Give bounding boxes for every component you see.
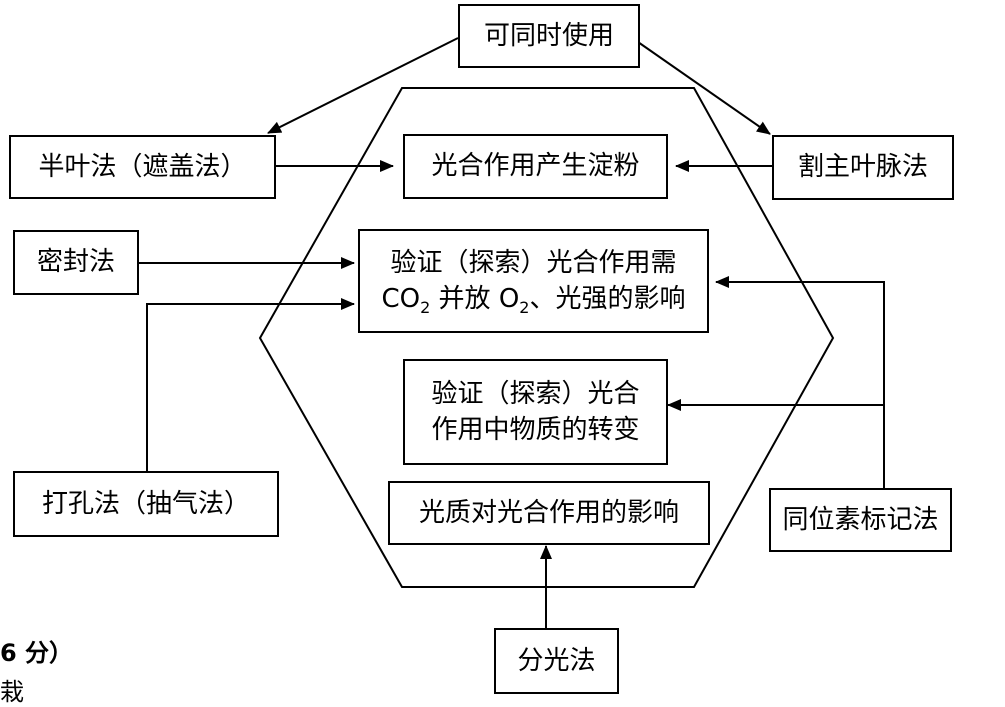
box-light-quality: 光质对光合作用的影响 [388, 481, 710, 545]
box-punching-method-label: 打孔法（抽气法） [41, 488, 250, 519]
box-main-vein-method: 割主叶脉法 [772, 135, 954, 200]
box-isotope-method-label: 同位素标记法 [782, 504, 939, 535]
box-light-split-method-label: 分光法 [517, 645, 596, 676]
box-material-transformation-line2: 作用中物质的转变 [431, 415, 640, 445]
box-punching-method: 打孔法（抽气法） [13, 471, 279, 537]
box-half-leaf-method: 半叶法（遮盖法） [9, 135, 276, 199]
score-text: 6 分） [0, 639, 74, 667]
arrow-punching-to-co2 [146, 298, 355, 471]
box-simultaneous-use: 可同时使用 [458, 4, 640, 68]
box-half-leaf-method-label: 半叶法（遮盖法） [38, 151, 247, 182]
box-sealing-method-label: 密封法 [36, 247, 115, 278]
box-starch-production-label: 光合作用产生淀粉 [431, 151, 640, 182]
box-co2-o2-light-line2: CO2 并放 O2、光强的影响 [381, 281, 685, 317]
diagram-canvas [139, 37, 885, 628]
box-starch-production: 光合作用产生淀粉 [403, 134, 668, 199]
co2-subscript: 2 [420, 298, 431, 317]
central-hexagon [258, 87, 835, 588]
box-main-vein-method-label: 割主叶脉法 [797, 152, 928, 183]
box-material-transformation-line1: 验证（探索）光合 [431, 378, 640, 409]
box-isotope-method: 同位素标记法 [769, 488, 952, 552]
box-sealing-method: 密封法 [13, 230, 139, 295]
box-co2-o2-light-line1: 验证（探索）光合作用需 [390, 247, 677, 278]
release-o2-text: 并放 O [430, 284, 520, 314]
partial-question-text: 栽 [0, 678, 24, 706]
o2-subscript: 2 [519, 298, 530, 317]
box-light-split-method: 分光法 [494, 628, 619, 694]
light-intensity-text: 、光强的影响 [529, 284, 686, 314]
arrow-isotope-to-co2 [715, 276, 885, 488]
co2-formula: CO [381, 284, 421, 314]
arrow-top-to-half-leaf [267, 37, 459, 134]
box-light-quality-label: 光质对光合作用的影响 [418, 497, 679, 528]
box-co2-o2-light: 验证（探索）光合作用需 CO2 并放 O2、光强的影响 [358, 229, 709, 333]
box-simultaneous-use-label: 可同时使用 [483, 20, 614, 51]
box-material-transformation: 验证（探索）光合 作用中物质的转变 [403, 359, 668, 465]
arrow-top-to-main-vein [637, 41, 771, 135]
